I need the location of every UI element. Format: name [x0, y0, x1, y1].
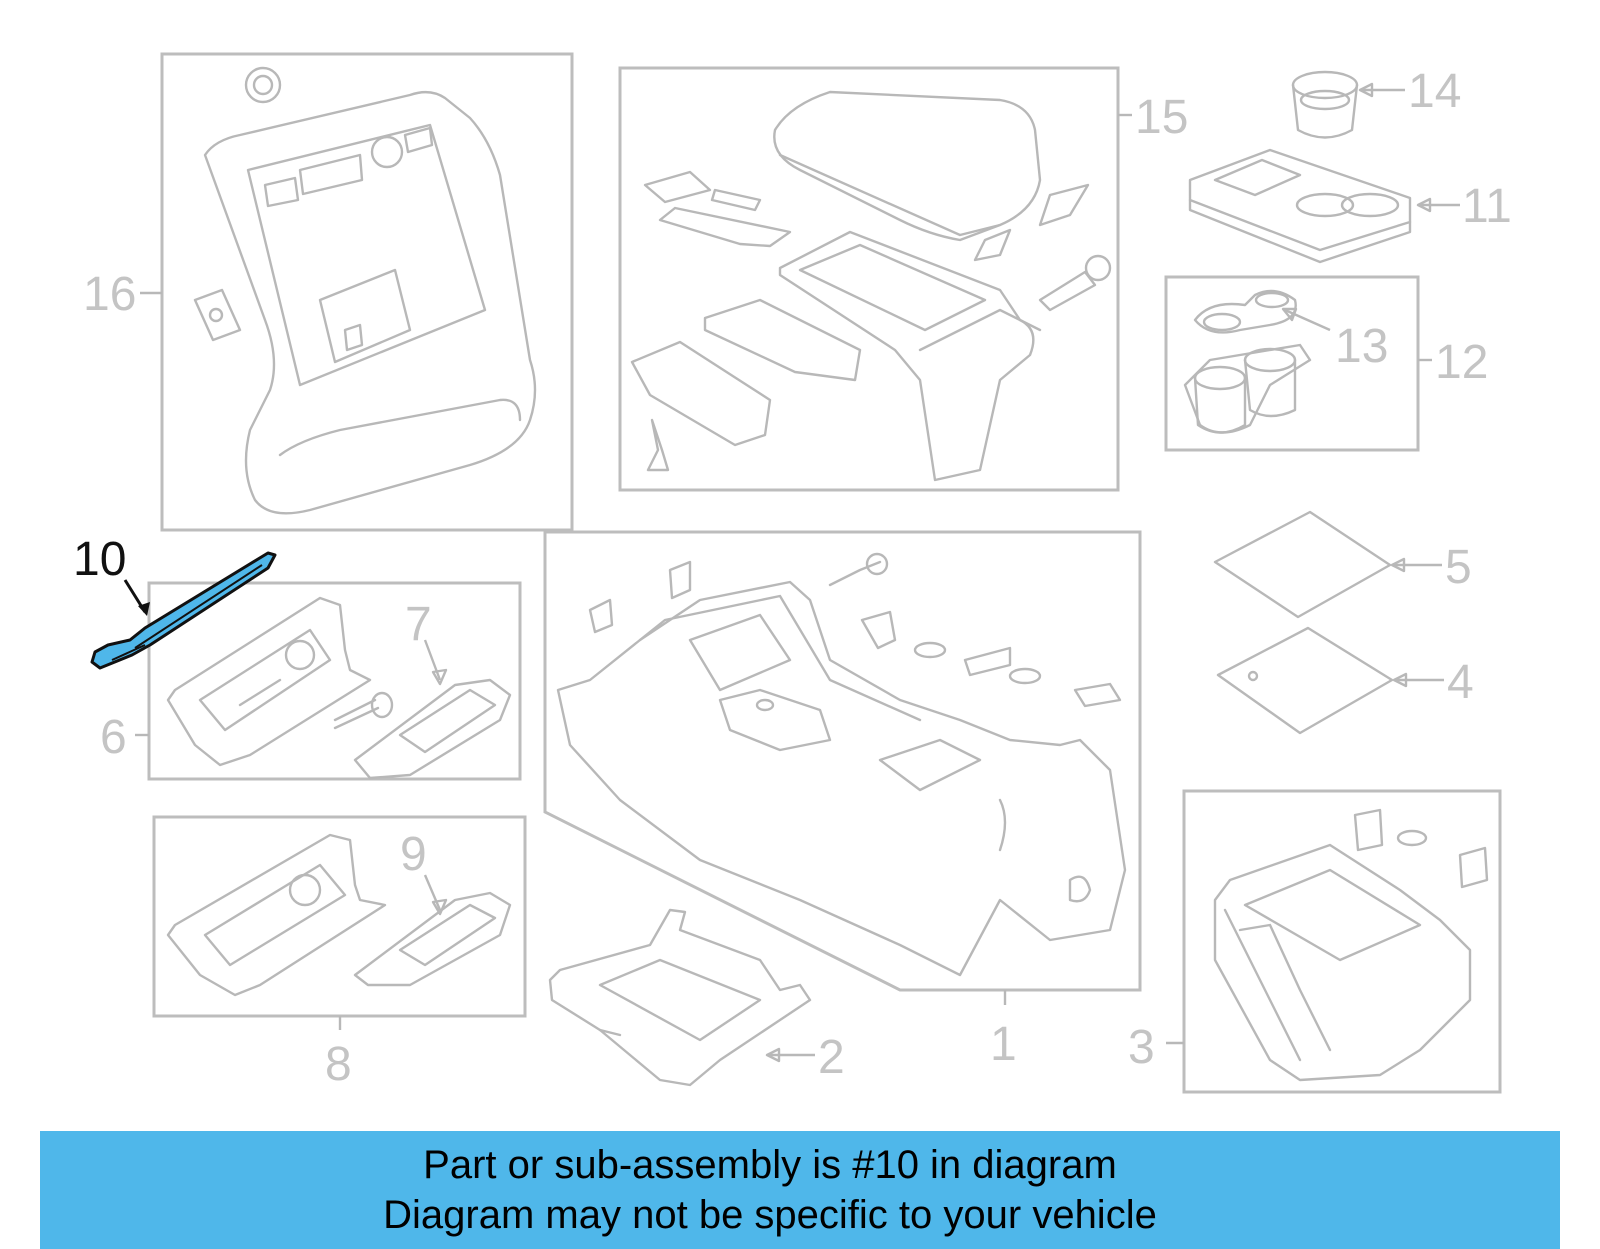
group-box-15	[618, 66, 1120, 492]
callout-9[interactable]: 9	[400, 828, 427, 881]
lead-9	[423, 874, 442, 911]
group-box-3	[1182, 789, 1502, 1094]
part-group-1: 1	[543, 530, 1142, 1071]
console-body-part[interactable]	[556, 552, 1127, 977]
lead-13	[1284, 308, 1331, 332]
bezel-panel-part[interactable]	[193, 66, 537, 515]
callout-1[interactable]: 1	[990, 1018, 1017, 1071]
callout-11[interactable]: 11	[1462, 180, 1512, 233]
callout-15[interactable]: 15	[1135, 91, 1188, 144]
part-group-10: 10	[73, 533, 277, 670]
group-box-1	[543, 530, 1142, 992]
callout-13[interactable]: 13	[1335, 320, 1388, 373]
part-group-6: 7 6	[100, 581, 522, 781]
cup-holder-part[interactable]	[1183, 289, 1312, 434]
callout-5[interactable]: 5	[1445, 541, 1472, 594]
part-group-16: 16	[83, 52, 574, 532]
mat-4-part[interactable]	[1216, 626, 1394, 735]
part-group-5: 5	[1213, 510, 1472, 619]
callout-4[interactable]: 4	[1447, 656, 1474, 709]
bolt-part[interactable]	[333, 691, 394, 730]
switch-bezel-part[interactable]	[166, 596, 372, 767]
callout-3[interactable]: 3	[1128, 1021, 1155, 1074]
switch-bezel-8-part[interactable]	[166, 833, 387, 997]
part-group-8: 9 8	[152, 815, 527, 1091]
callout-14[interactable]: 14	[1408, 65, 1461, 118]
storage-bin-part[interactable]	[1213, 808, 1489, 1082]
banner-part-line: Part or sub-assembly is #10 in diagram	[423, 1143, 1117, 1187]
lower-tray-part[interactable]	[548, 908, 812, 1087]
part-group-12: 13 12	[1164, 275, 1488, 452]
part-group-14: 14	[1291, 65, 1461, 139]
trim-plate-part[interactable]	[1188, 148, 1412, 264]
part-group-2: 2	[548, 908, 845, 1087]
callout-10[interactable]: 10	[73, 533, 126, 586]
group-box-8	[152, 815, 527, 1018]
callout-7[interactable]: 7	[405, 598, 432, 651]
part-group-4: 4	[1216, 626, 1474, 735]
group-box-16	[160, 52, 574, 532]
armrest-lid-part[interactable]	[630, 90, 1112, 482]
callout-12[interactable]: 12	[1435, 336, 1488, 389]
info-banner: Part or sub-assembly is #10 in diagram D…	[40, 1131, 1560, 1249]
part-group-11: 11	[1188, 148, 1512, 264]
part-group-15: 15	[618, 66, 1188, 492]
part-group-3: 3	[1128, 789, 1502, 1094]
trim-strip-10-part[interactable]	[90, 551, 277, 670]
switch-panel-9-part[interactable]	[353, 891, 512, 987]
mat-5-part[interactable]	[1213, 510, 1392, 619]
callout-8[interactable]: 8	[325, 1038, 352, 1091]
group-box-12	[1164, 275, 1420, 452]
cup-insert-part[interactable]	[1291, 70, 1359, 139]
callout-2[interactable]: 2	[818, 1031, 845, 1084]
group-box-6	[147, 581, 522, 781]
banner-disclaimer-line: Diagram may not be specific to your vehi…	[383, 1193, 1157, 1237]
callout-16[interactable]: 16	[83, 268, 136, 321]
switch-panel-7-part[interactable]	[353, 678, 512, 780]
callout-6[interactable]: 6	[100, 711, 127, 764]
lead-7	[423, 639, 442, 681]
